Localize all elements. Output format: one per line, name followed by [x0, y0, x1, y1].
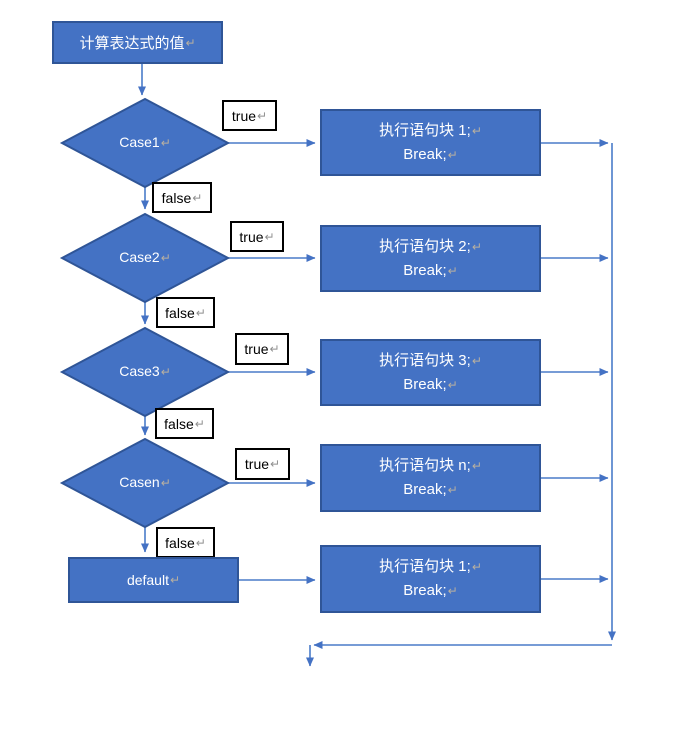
edge-label-true-4: true↵ — [235, 448, 290, 480]
node-start: 计算表达式的值↵ — [52, 21, 223, 64]
edge-label-true-1: true↵ — [222, 100, 277, 131]
return-mark: ↵ — [195, 305, 206, 320]
decision-case3-label: Case3↵ — [119, 363, 171, 379]
decision-case3-shape — [59, 326, 231, 418]
return-mark: ↵ — [471, 123, 482, 138]
node-start-label: 计算表达式的值 — [79, 35, 185, 52]
return-mark: ↵ — [192, 190, 203, 205]
edge-label-true-3: true↵ — [235, 333, 289, 365]
return-mark: ↵ — [471, 239, 482, 254]
return-mark: ↵ — [160, 136, 171, 150]
return-mark: ↵ — [447, 147, 458, 162]
return-mark: ↵ — [160, 251, 171, 265]
edge-label-false-3: false↵ — [155, 408, 214, 439]
return-mark: ↵ — [160, 365, 171, 379]
return-mark: ↵ — [471, 459, 482, 473]
decision-case2-label: Case2↵ — [119, 249, 171, 265]
action-line-2: Break;↵ — [403, 481, 458, 498]
node-action-n: 执行语句块 n;↵ Break;↵ — [320, 444, 541, 512]
return-mark: ↵ — [447, 263, 458, 278]
edge-label-true-2: true↵ — [230, 221, 284, 252]
node-action-1: 执行语句块 1;↵ Break;↵ — [320, 109, 541, 176]
action-line-2: Break;↵ — [403, 375, 458, 393]
return-mark: ↵ — [471, 560, 482, 574]
node-action-default: 执行语句块 1;↵ Break;↵ — [320, 545, 541, 613]
return-mark: ↵ — [160, 476, 171, 490]
return-mark: ↵ — [194, 416, 205, 431]
node-action-3: 执行语句块 3;↵ Break;↵ — [320, 339, 541, 406]
action-line-2: Break;↵ — [403, 582, 458, 599]
return-mark: ↵ — [447, 377, 458, 392]
decision-casen-label: Casen↵ — [119, 474, 171, 490]
action-line-2: Break;↵ — [403, 145, 458, 163]
node-default-label: default — [126, 572, 169, 588]
edge-label-false-4: false↵ — [156, 527, 215, 558]
node-action-2: 执行语句块 2;↵ Break;↵ — [320, 225, 541, 292]
return-mark: ↵ — [185, 35, 196, 50]
edge-label-false-1: false↵ — [152, 182, 212, 213]
edge-label-false-2: false↵ — [156, 297, 215, 328]
return-mark: ↵ — [195, 535, 206, 550]
return-mark: ↵ — [447, 584, 458, 598]
decision-case1-label: Case1↵ — [119, 134, 171, 150]
return-mark: ↵ — [257, 108, 268, 123]
action-line-1: 执行语句块 3;↵ — [379, 351, 482, 369]
return-mark: ↵ — [269, 342, 280, 356]
decision-casen-shape — [59, 437, 231, 529]
return-mark: ↵ — [264, 229, 275, 244]
action-line-1: 执行语句块 1;↵ — [379, 121, 482, 139]
return-mark: ↵ — [471, 353, 482, 368]
node-default: default↵ — [68, 557, 239, 603]
action-line-1: 执行语句块 n;↵ — [379, 457, 482, 474]
return-mark: ↵ — [447, 483, 458, 497]
action-line-2: Break;↵ — [403, 261, 458, 279]
return-mark: ↵ — [270, 457, 281, 471]
action-line-1: 执行语句块 2;↵ — [379, 237, 482, 255]
return-mark: ↵ — [169, 573, 181, 587]
action-line-1: 执行语句块 1;↵ — [379, 558, 482, 575]
decision-case1-shape — [59, 97, 231, 189]
decision-case2-shape — [59, 212, 231, 304]
